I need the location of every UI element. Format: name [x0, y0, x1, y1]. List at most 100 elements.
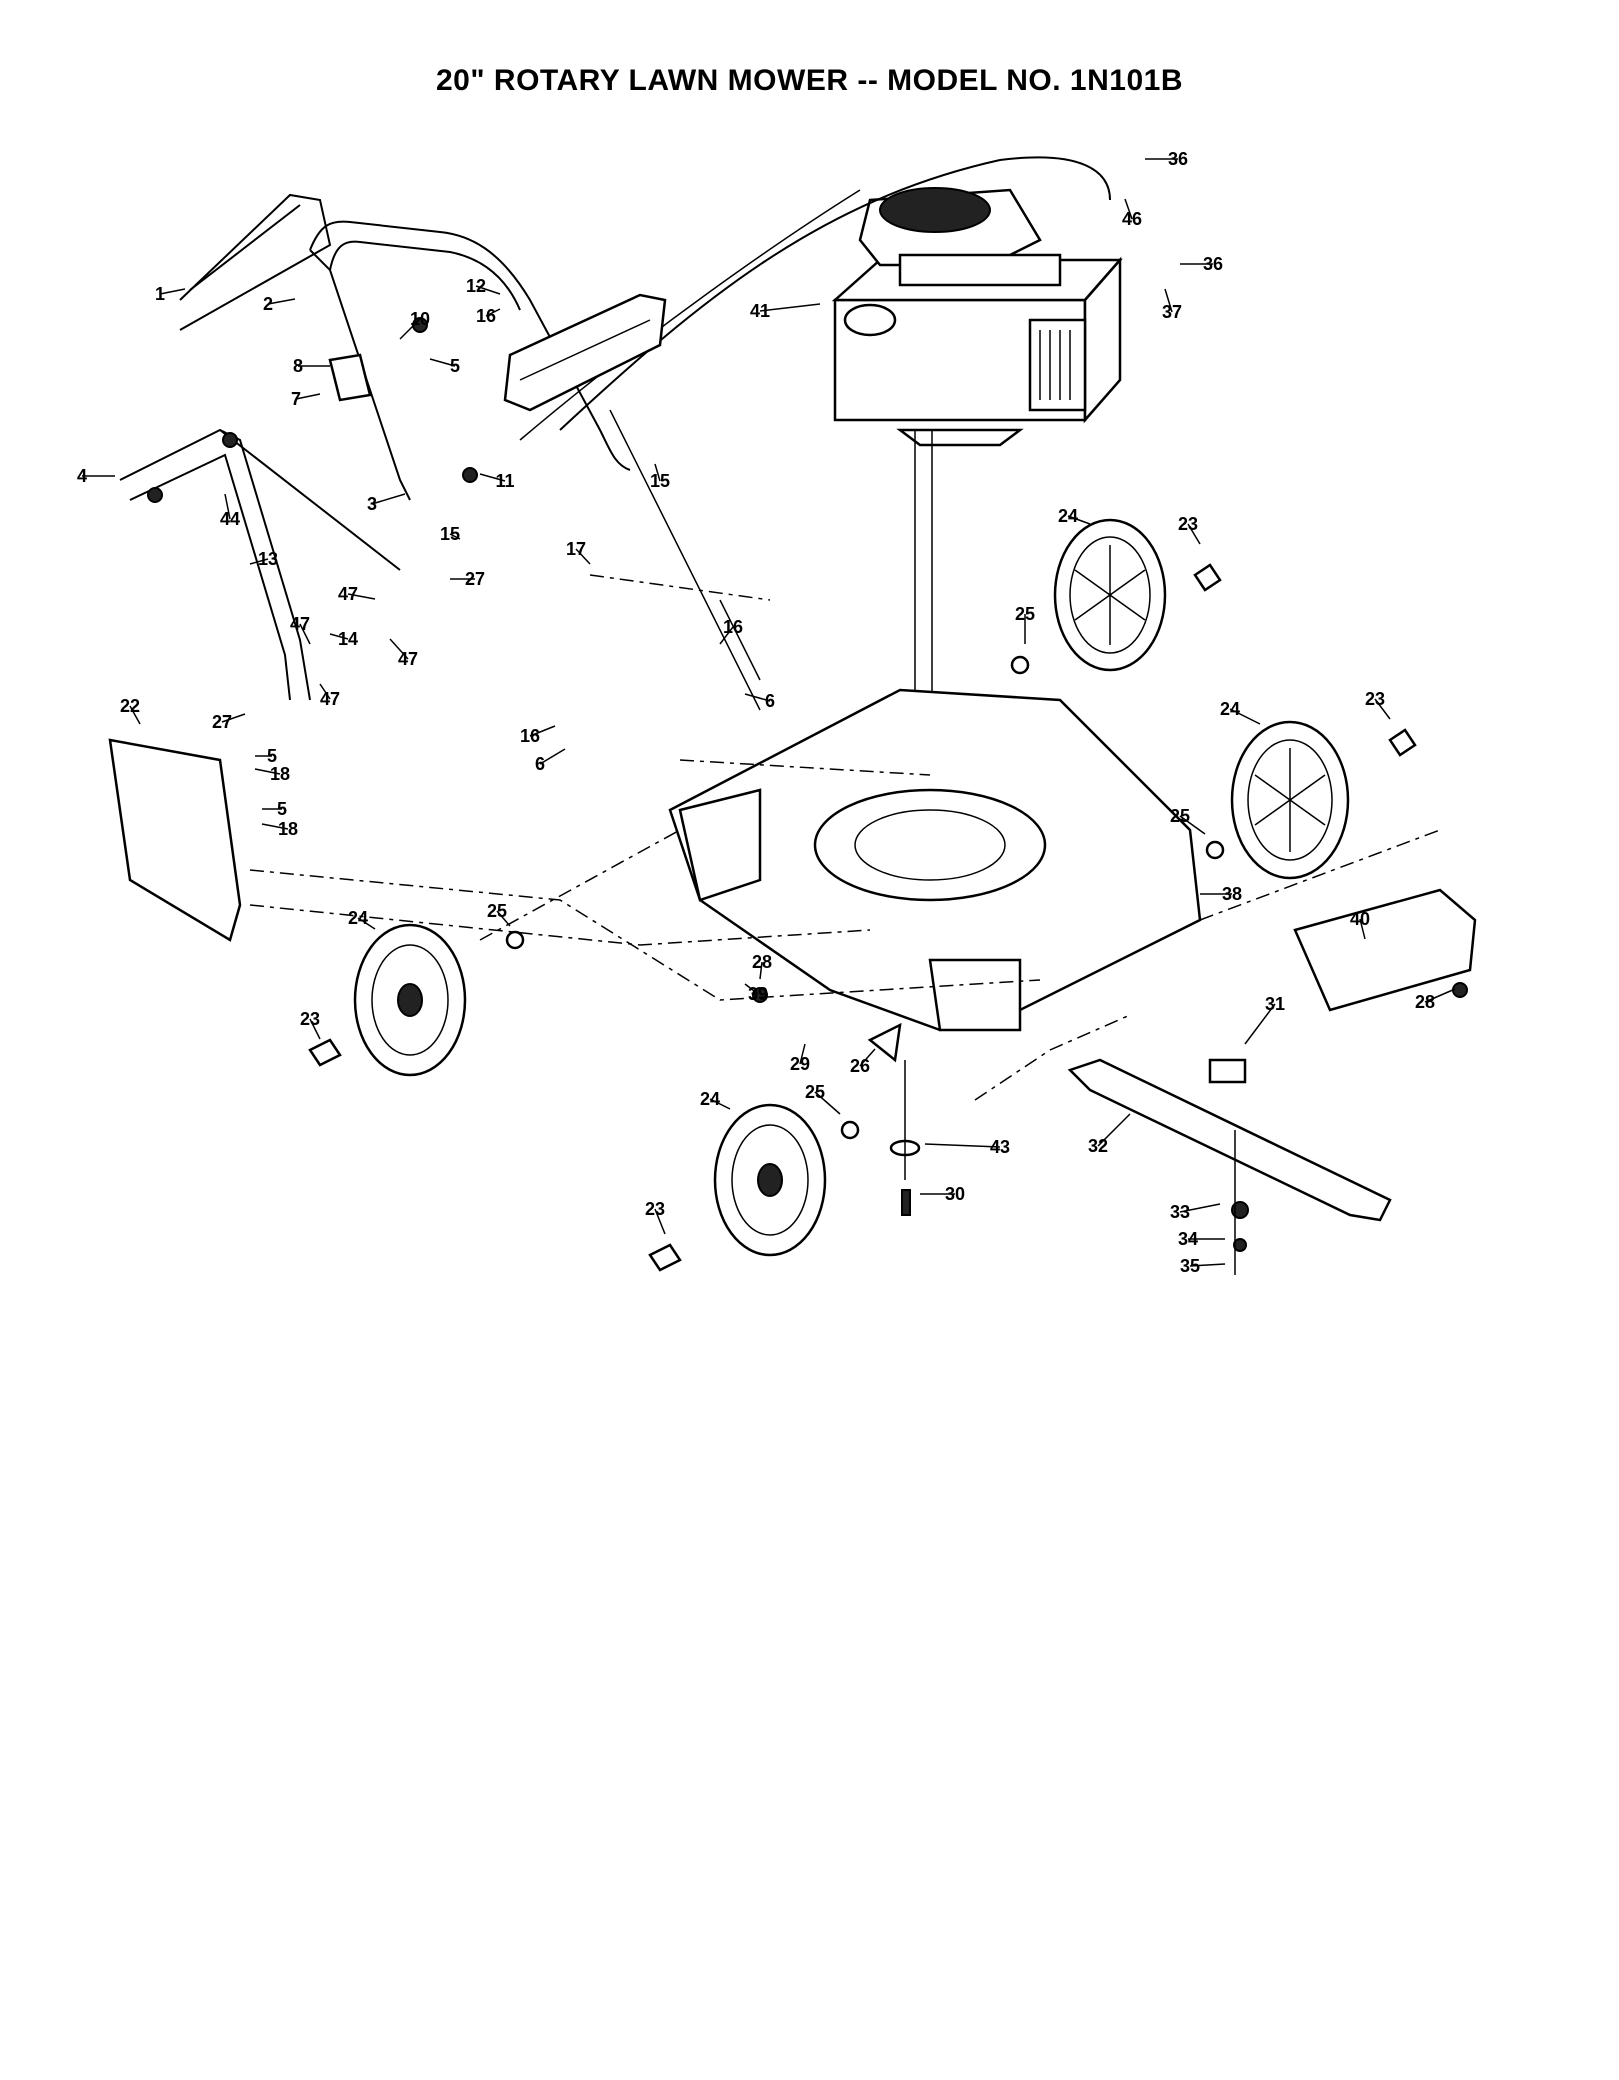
- callout-leader: [1164, 288, 1173, 313]
- part-callout-16: 16: [520, 726, 540, 746]
- part-callout-47: 47: [320, 689, 340, 709]
- callout-leader: [329, 633, 349, 640]
- callout-leader: [575, 548, 591, 565]
- callout-leader: [347, 593, 376, 600]
- callout-leader: [744, 983, 759, 995]
- callout-leader: [1179, 815, 1206, 835]
- part-callout-10: 10: [410, 309, 430, 329]
- callout-leader: [221, 713, 246, 723]
- part-callout-35: 35: [1180, 1256, 1200, 1276]
- part-callout-18: 18: [278, 819, 298, 839]
- callout-leader: [1189, 1263, 1226, 1267]
- callout-leader: [1374, 698, 1391, 720]
- callout-leader: [129, 705, 141, 725]
- part-callout-33: 33: [1170, 1202, 1190, 1222]
- callout-leader: [859, 1048, 876, 1067]
- callout-leader: [1244, 1003, 1276, 1045]
- part-callout-1: 1: [155, 284, 165, 304]
- callout-leader: [485, 308, 501, 317]
- blade-adapter: [1208, 1058, 1247, 1084]
- part-callout-41: 41: [750, 301, 770, 321]
- callout-leader: [1187, 523, 1201, 545]
- part-callout-27: 27: [465, 569, 485, 589]
- part-callout-4: 4: [77, 466, 87, 486]
- callout-leader: [1124, 198, 1133, 220]
- part-callout-15: 15: [440, 524, 460, 544]
- callout-leader: [1097, 1113, 1131, 1147]
- part-callout-3: 3: [367, 494, 377, 514]
- callout-leader: [479, 473, 506, 482]
- part-callout-25: 25: [1015, 604, 1035, 624]
- part-callout-8: 8: [293, 356, 303, 376]
- part-callout-18: 18: [270, 764, 290, 784]
- part-callout-36: 36: [1168, 149, 1188, 169]
- callout-leader: [299, 623, 311, 645]
- part-callout-25: 25: [1170, 806, 1190, 826]
- callout-leader: [654, 463, 661, 482]
- mower-deck: [668, 688, 1202, 1032]
- callout-leader: [654, 1208, 666, 1235]
- part-callout-23: 23: [1365, 689, 1385, 709]
- part-callout-5: 5: [450, 356, 460, 376]
- callout-leader: [261, 823, 289, 830]
- wheel-rear-right: [1053, 518, 1167, 672]
- callout-leader: [744, 693, 771, 702]
- part-callout-2: 2: [263, 294, 273, 314]
- callout-leader: [496, 910, 511, 927]
- part-callout-24: 24: [700, 1089, 720, 1109]
- callout-leader: [309, 1018, 321, 1040]
- callout-leader: [1179, 1203, 1221, 1213]
- part-callout-16: 16: [723, 617, 743, 637]
- part-callout-16: 16: [476, 306, 496, 326]
- part-callout-15: 15: [650, 471, 670, 491]
- part-callout-12: 12: [466, 276, 486, 296]
- assembly-line: [249, 869, 1041, 1001]
- callout-leader: [224, 493, 231, 520]
- part-callout-47: 47: [338, 584, 358, 604]
- callout-leader: [475, 285, 501, 295]
- callout-leader: [389, 638, 409, 660]
- callout-leader: [371, 493, 406, 505]
- diagram-title: 20" ROTARY LAWN MOWER -- MODEL NO. 1N101…: [435, 64, 1184, 97]
- part-callout-27: 27: [212, 712, 232, 732]
- callout-leader: [254, 768, 281, 775]
- callout-leader: [814, 1091, 841, 1115]
- callout-leader: [759, 961, 763, 980]
- part-callout-25: 25: [487, 901, 507, 921]
- part-callout-36: 36: [1203, 254, 1223, 274]
- part-callout-5: 5: [277, 799, 287, 819]
- part-callout-23: 23: [1178, 514, 1198, 534]
- callout-leader: [295, 393, 321, 400]
- part-callout-44: 44: [220, 509, 240, 529]
- callout-leader: [1359, 918, 1366, 940]
- part-callout-26: 26: [850, 1056, 870, 1076]
- part-callout-24: 24: [1220, 699, 1240, 719]
- callout-leader: [399, 318, 421, 340]
- callout-leader: [357, 917, 376, 930]
- part-callout-13: 13: [258, 549, 278, 569]
- callout-leader: [759, 303, 821, 312]
- handle-guard: [179, 193, 332, 331]
- part-callout-47: 47: [398, 649, 418, 669]
- hardware: [147, 317, 1468, 1272]
- part-callout-11: 11: [495, 471, 514, 491]
- part-callout-43: 43: [990, 1137, 1010, 1157]
- part-callout-24: 24: [348, 908, 368, 928]
- callout-leader: [1067, 515, 1091, 525]
- part-callout-17: 17: [566, 539, 586, 559]
- callout-leader: [449, 533, 461, 540]
- callout-leader: [267, 298, 296, 305]
- callout-leader: [319, 683, 331, 700]
- part-callout-32: 32: [1088, 1136, 1108, 1156]
- callout-leader: [709, 1098, 731, 1110]
- part-callout-25: 25: [805, 1082, 825, 1102]
- callout-leader: [1229, 708, 1261, 725]
- part-callout-39: 39: [748, 984, 768, 1004]
- callout-leader: [924, 1143, 1001, 1148]
- part-callout-47: 47: [290, 614, 310, 634]
- part-callout-46: 46: [1122, 209, 1142, 229]
- part-callout-28: 28: [752, 952, 772, 972]
- callout-leader: [159, 288, 186, 295]
